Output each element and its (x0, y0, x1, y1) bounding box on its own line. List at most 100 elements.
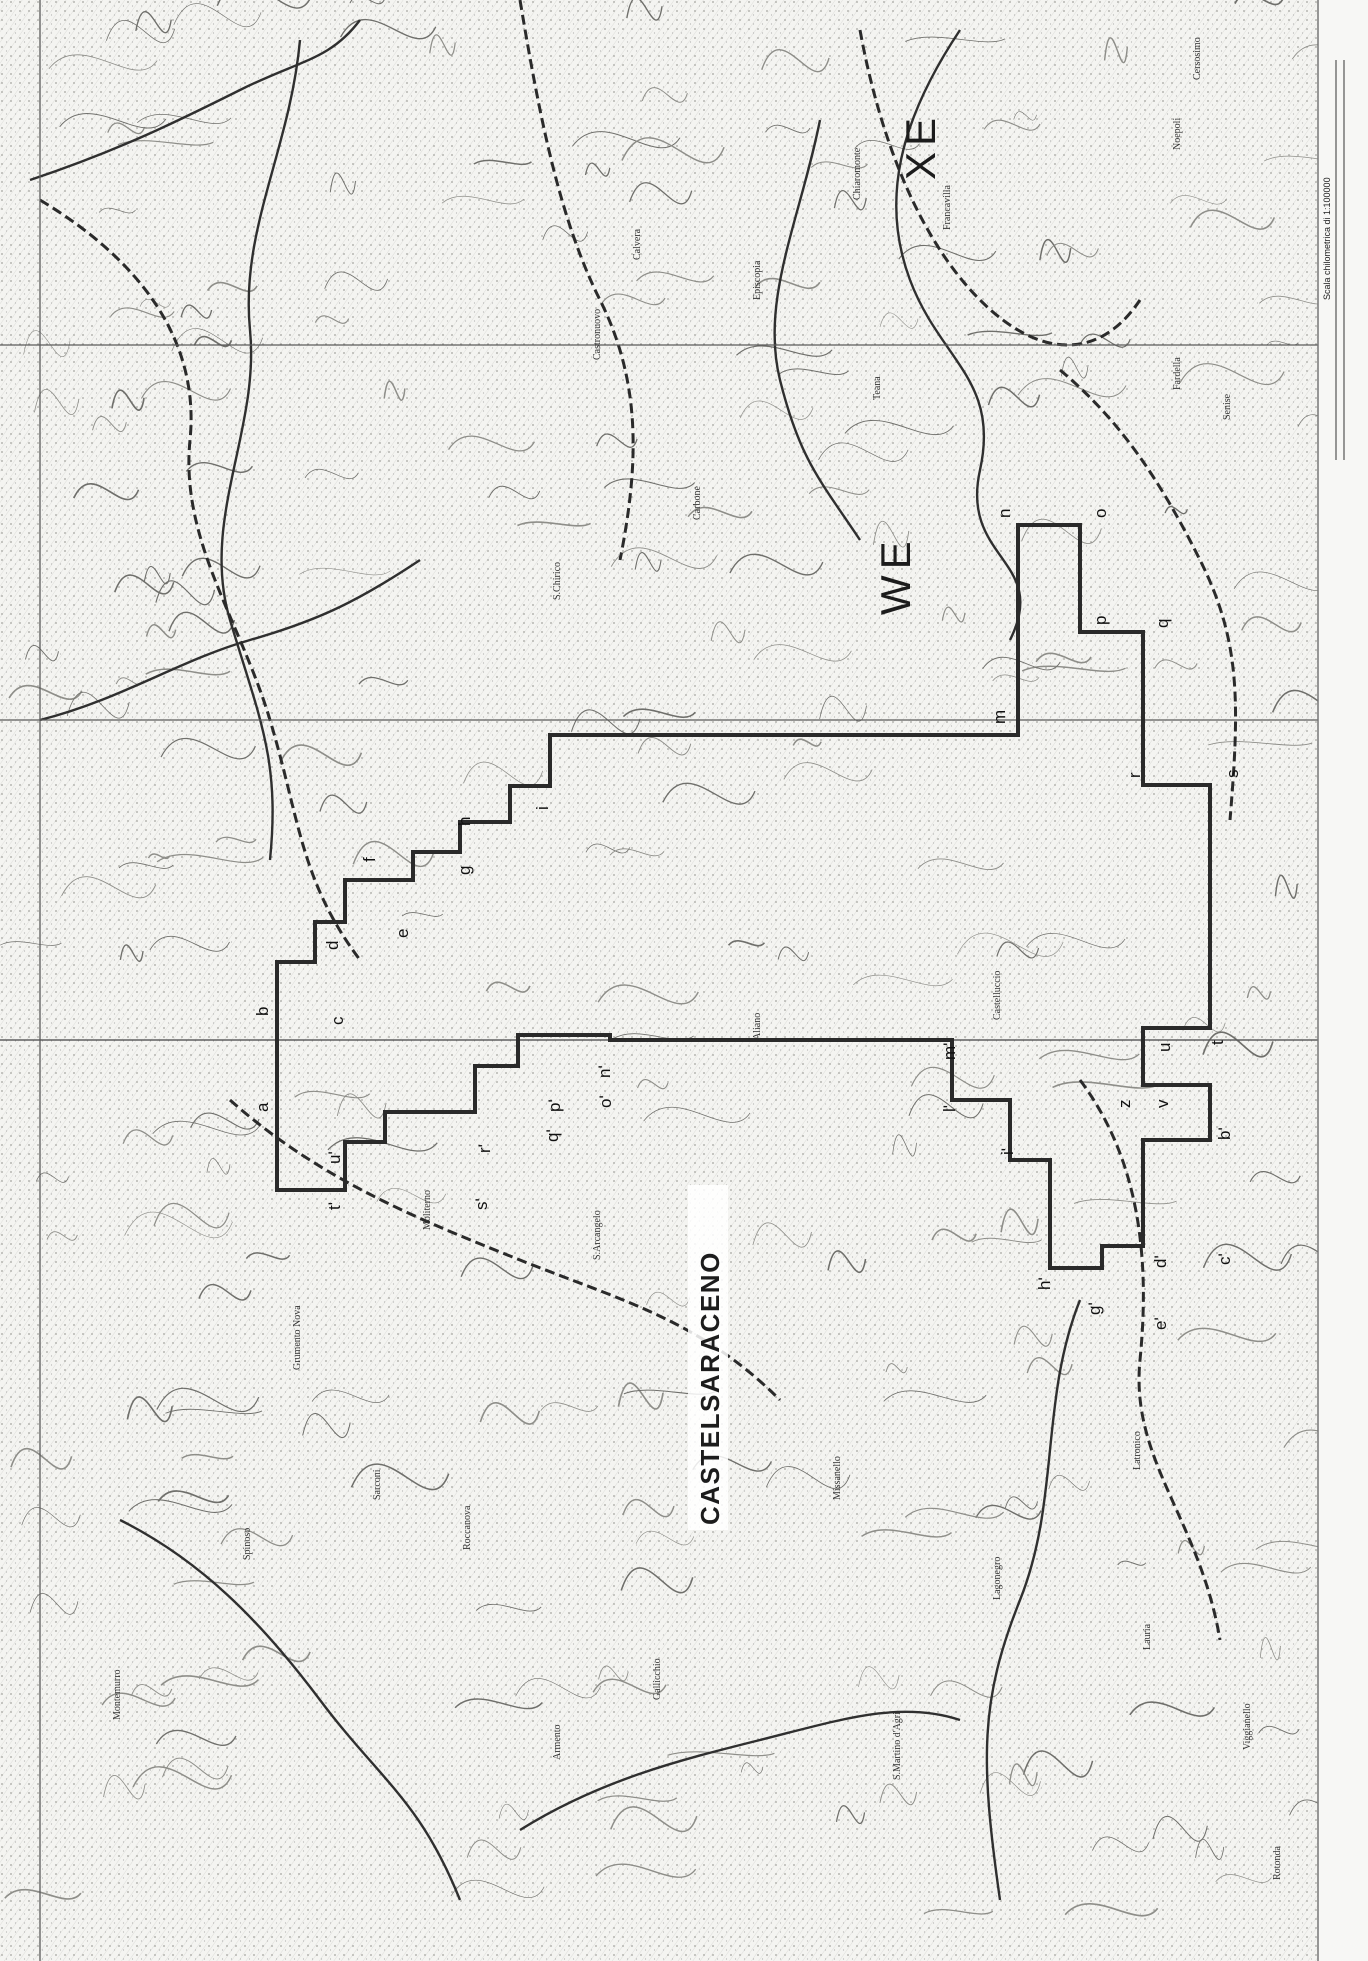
contour-line (132, 1766, 233, 1790)
contour-line (111, 389, 145, 411)
contour-line (597, 1795, 678, 1802)
contour-line (1202, 1031, 1274, 1058)
contour-line (4, 1888, 82, 1900)
contour-line (667, 1751, 775, 1757)
contour-line (1179, 363, 1285, 386)
contour-line (299, 567, 391, 576)
contour-line (460, 1257, 534, 1280)
contour-line (609, 848, 665, 857)
contour-line (1202, 1243, 1293, 1271)
place-label: Carbone (692, 486, 703, 520)
contour-line (171, 328, 263, 354)
contour-line (314, 315, 350, 324)
vertex-label: f (360, 857, 379, 862)
contour-line (278, 744, 363, 767)
contour-line (542, 225, 589, 242)
contour-line (473, 159, 532, 166)
contour-line (185, 462, 253, 473)
contour-line (540, 1402, 599, 1412)
vertex-label: e (393, 929, 412, 938)
contour-line (1008, 1763, 1038, 1787)
contour-line (904, 1507, 1005, 1519)
contour-line (778, 368, 849, 376)
contour-line (1092, 1836, 1150, 1853)
contour-line (181, 557, 261, 579)
contour-line (617, 1382, 664, 1410)
contour-line (349, 0, 385, 5)
vertex-label: i' (998, 1148, 1017, 1155)
place-label: S.Chirico (552, 562, 563, 600)
contour-line (1021, 665, 1126, 673)
place-labels: CastronuovoS.ChiricoCastelluccioLatronic… (112, 37, 1283, 1880)
vertex-label: r (1125, 772, 1144, 778)
contour-line (777, 946, 810, 961)
contour-line (636, 271, 715, 283)
contour-line (145, 623, 177, 639)
contour-line (114, 574, 175, 595)
vertex-label: i (533, 806, 552, 810)
contour-line (873, 520, 910, 548)
contour-line (982, 656, 1061, 671)
contour-line (765, 124, 811, 134)
contour-line (160, 737, 256, 760)
contour-line (216, 0, 311, 9)
contour-line (637, 737, 692, 756)
vertex-label: l' (940, 1105, 959, 1112)
contour-line (898, 245, 997, 262)
contour-line (967, 330, 1053, 337)
contour-line (1103, 37, 1129, 64)
vertex-label: a (253, 1102, 272, 1112)
contour-line (463, 761, 544, 786)
contour-line (1035, 652, 1092, 664)
contour-line (879, 1783, 918, 1806)
scale-note: Scala chilometrica di 1:100000 (1322, 177, 1332, 300)
contour-line (488, 485, 541, 500)
contour-line (466, 1839, 522, 1860)
contour-line (319, 794, 368, 814)
contour-line (783, 762, 873, 782)
contour-line (153, 1202, 230, 1229)
contour-line (124, 1211, 233, 1239)
contour-line (827, 1250, 867, 1274)
contour-line (110, 307, 175, 318)
contour-line (1258, 1725, 1300, 1735)
territory-title: CASTELSARACENO (688, 1185, 728, 1530)
vertex-label: t' (325, 1202, 344, 1210)
contour-line (634, 552, 662, 572)
contour-line (879, 312, 919, 329)
vertex-label: e' (1151, 1317, 1170, 1330)
contour-line (454, 1698, 543, 1710)
contour-line (155, 1729, 237, 1746)
contour-line (206, 281, 258, 293)
vertex-label: p (1091, 616, 1110, 625)
contour-line (131, 1684, 173, 1697)
contour-line (835, 1805, 866, 1825)
place-label: Montemurro (112, 1669, 123, 1720)
contour-line (853, 974, 953, 986)
contour-line (1195, 1838, 1225, 1861)
contour-line (736, 345, 833, 357)
vertex-label: u' (325, 1151, 344, 1164)
contour-line (143, 566, 171, 585)
contour-line (429, 34, 456, 56)
vertex-label: q (1153, 619, 1172, 628)
contour-line (641, 87, 688, 103)
contour-line (987, 386, 1041, 408)
contour-line (10, 1448, 73, 1470)
place-label: Francavilla (942, 184, 953, 230)
contour-line (854, 140, 920, 150)
contour-line (931, 1228, 977, 1242)
vertex-label: o' (596, 1095, 615, 1108)
contour-line (1052, 1081, 1160, 1089)
contour-line (340, 18, 437, 40)
place-label: Moliterno (422, 1190, 433, 1230)
vertex-label: q' (543, 1129, 562, 1142)
contour-line (687, 506, 753, 519)
contour-line (103, 1775, 146, 1800)
contour-line (376, 1188, 447, 1204)
contour-line (622, 708, 696, 718)
contour-line (1189, 209, 1276, 230)
territory-name: CASTELSARACENO (695, 1251, 725, 1525)
contour-line (475, 1604, 542, 1612)
